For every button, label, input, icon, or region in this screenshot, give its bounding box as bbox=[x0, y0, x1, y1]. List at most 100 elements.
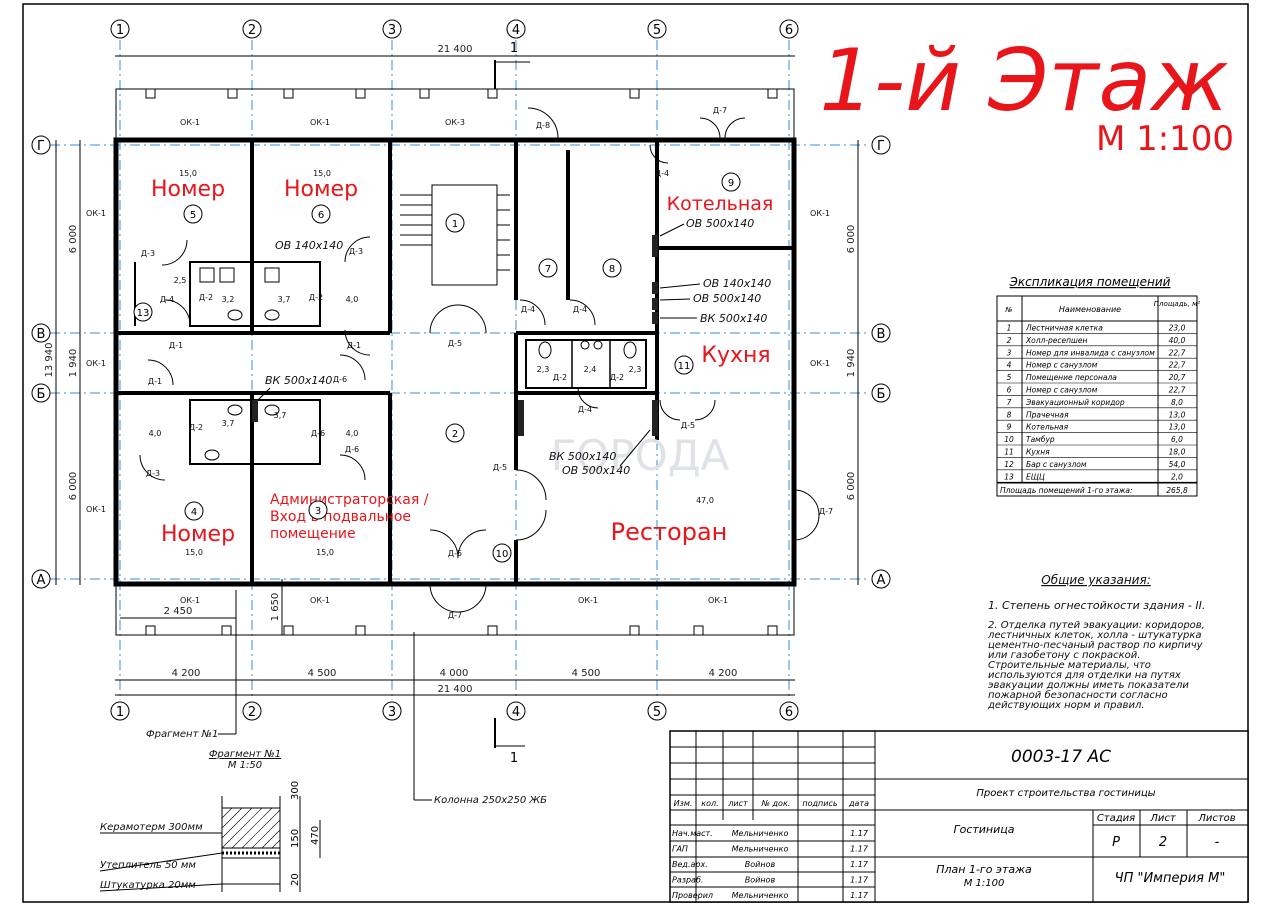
svg-text:2,5: 2,5 bbox=[174, 276, 187, 285]
svg-text:1. Степень огнестойкости здани: 1. Степень огнестойкости здания - II. bbox=[988, 599, 1205, 612]
stamp-code: 0003-17 АС bbox=[1011, 747, 1111, 767]
svg-text:Д-7: Д-7 bbox=[713, 106, 727, 115]
svg-text:6 000: 6 000 bbox=[68, 472, 79, 501]
svg-text:1: 1 bbox=[116, 705, 124, 720]
svg-text:4,0: 4,0 bbox=[346, 429, 359, 438]
svg-text:3: 3 bbox=[315, 506, 321, 517]
svg-text:4 500: 4 500 bbox=[308, 668, 337, 679]
svg-text:№: № bbox=[1004, 306, 1012, 314]
explication-row-number: 5 bbox=[1007, 373, 1012, 382]
explication-row-name: Холл-ресепшен bbox=[1025, 336, 1088, 345]
svg-text:ОК-1: ОК-1 bbox=[810, 359, 830, 368]
notes-line: Строительные материалы, что bbox=[988, 660, 1151, 671]
svg-text:ОК-1: ОК-1 bbox=[86, 359, 106, 368]
svg-text:ОК-1: ОК-1 bbox=[180, 118, 200, 127]
svg-text:6 000: 6 000 bbox=[846, 472, 857, 501]
signer-role: Разраб. bbox=[672, 876, 703, 885]
room-number-markers: 1 2 3 4 5 6 7 8 9 10 11 13 bbox=[133, 172, 741, 563]
svg-text:2,3: 2,3 bbox=[629, 365, 642, 374]
svg-text:1: 1 bbox=[116, 23, 124, 38]
svg-text:5: 5 bbox=[190, 210, 196, 221]
explication-row-number: 9 bbox=[1007, 423, 1012, 432]
svg-text:2: 2 bbox=[1159, 835, 1167, 850]
svg-text:3,2: 3,2 bbox=[222, 295, 235, 304]
explication-row-area: 40,0 bbox=[1169, 336, 1186, 345]
stamp-object: Гостиница bbox=[953, 823, 1014, 836]
room-name-kotelnaya: Котельная bbox=[667, 193, 774, 215]
stamp-project: Проект строительства гостиницы bbox=[976, 788, 1155, 799]
door-swings bbox=[139, 107, 820, 613]
axis-bubbles-top: 1 2 3 4 5 6 bbox=[110, 19, 799, 39]
explication-row-name: Кухня bbox=[1026, 448, 1050, 457]
svg-text:Д-4: Д-4 bbox=[573, 305, 587, 314]
explication-row-name: Номер с санузлом bbox=[1026, 361, 1098, 370]
explication-row-name: Прачечная bbox=[1026, 410, 1069, 419]
notes-line: эвакуации должны иметь показатели bbox=[988, 680, 1189, 691]
svg-text:15,0: 15,0 bbox=[185, 548, 203, 557]
explication-row-name: Номер для инвалида с санузлом bbox=[1026, 348, 1155, 357]
svg-text:Д-8: Д-8 bbox=[536, 121, 550, 130]
svg-text:Д-4: Д-4 bbox=[655, 169, 669, 178]
svg-text:Д-7: Д-7 bbox=[448, 611, 462, 620]
room-name-admin-3: помещение bbox=[270, 526, 356, 542]
svg-text:Д-2: Д-2 bbox=[553, 373, 567, 382]
svg-text:15,0: 15,0 bbox=[313, 169, 331, 178]
svg-text:Колонна 250х250 ЖБ: Колонна 250х250 ЖБ bbox=[434, 795, 547, 806]
svg-text:4 200: 4 200 bbox=[709, 668, 738, 679]
svg-text:Д-6: Д-6 bbox=[311, 429, 325, 438]
svg-text:4,0: 4,0 bbox=[149, 429, 162, 438]
explication-row-number: 6 bbox=[1007, 386, 1012, 395]
svg-text:Д-2: Д-2 bbox=[199, 293, 213, 302]
svg-text:ОВ 500х140: ОВ 500х140 bbox=[693, 292, 761, 305]
svg-text:5: 5 bbox=[653, 705, 661, 720]
svg-text:ОК-1: ОК-1 bbox=[180, 596, 200, 605]
explication-row-area: 22,7 bbox=[1169, 386, 1186, 395]
svg-text:Стадия: Стадия bbox=[1097, 813, 1135, 824]
svg-text:Д-2: Д-2 bbox=[610, 373, 624, 382]
explication-row-number: 1 bbox=[1007, 324, 1012, 333]
svg-text:Д-4: Д-4 bbox=[160, 295, 174, 304]
svg-text:Листов: Листов bbox=[1197, 813, 1235, 824]
svg-text:1 940: 1 940 bbox=[68, 349, 79, 378]
svg-text:Д-5: Д-5 bbox=[681, 421, 695, 430]
room-areas: 15,0 15,0 15,0 15,0 47,0 2,5 3,2 3,7 4,0… bbox=[149, 169, 714, 557]
signer-date: 1.17 bbox=[850, 891, 869, 900]
room-name-nomer-6: Номер bbox=[284, 177, 358, 202]
svg-text:3: 3 bbox=[388, 705, 396, 720]
explication-row-area: 20,7 bbox=[1169, 373, 1186, 382]
svg-text:300: 300 bbox=[290, 781, 301, 800]
section-marks: 1 1 bbox=[494, 41, 530, 766]
svg-text:13: 13 bbox=[137, 308, 150, 319]
explication-row-name: Помещение персонала bbox=[1026, 373, 1117, 382]
signer-name: Мельниченко bbox=[732, 845, 789, 854]
svg-text:Фрагмент №1: Фрагмент №1 bbox=[146, 729, 218, 740]
svg-text:15,0: 15,0 bbox=[179, 169, 197, 178]
svg-text:8: 8 bbox=[609, 264, 615, 275]
explication-row-number: 11 bbox=[1004, 448, 1014, 457]
svg-text:подпись: подпись bbox=[802, 799, 837, 808]
svg-text:лист: лист bbox=[727, 799, 748, 808]
signer-name: Войнов bbox=[745, 876, 776, 885]
room-names: Номер Номер Номер Котельная Кухня Рестор… bbox=[151, 177, 773, 547]
svg-text:Д-3: Д-3 bbox=[141, 249, 155, 258]
svg-text:3: 3 bbox=[388, 23, 396, 38]
svg-text:ОК-1: ОК-1 bbox=[86, 505, 106, 514]
svg-text:М 1:50: М 1:50 bbox=[228, 760, 262, 771]
explication-row-area: 13,0 bbox=[1169, 410, 1186, 419]
notes-line: цементно-песчаный раствор по кирпичу bbox=[988, 640, 1204, 651]
explication-row-area: 18,0 bbox=[1169, 448, 1186, 457]
explication-table: Экспликация помещений № Наименование Пло… bbox=[996, 275, 1200, 497]
svg-text:ВК 500х140: ВК 500х140 bbox=[265, 374, 332, 387]
svg-text:Б: Б bbox=[877, 387, 886, 402]
svg-text:6 000: 6 000 bbox=[68, 225, 79, 254]
svg-text:1: 1 bbox=[510, 41, 518, 56]
signer-role: Вед.арх. bbox=[672, 860, 708, 869]
signer-date: 1.17 bbox=[850, 845, 869, 854]
svg-text:ОК-1: ОК-1 bbox=[578, 596, 598, 605]
notes-line: пожарной безопасности согласно bbox=[988, 689, 1168, 701]
title-block: 0003-17 АС Проект строительства гостиниц… bbox=[669, 730, 1249, 903]
svg-text:дата: дата bbox=[848, 799, 869, 808]
explication-row-area: 54,0 bbox=[1169, 460, 1186, 469]
svg-text:10: 10 bbox=[496, 549, 509, 560]
svg-text:ВК 500х140: ВК 500х140 bbox=[549, 450, 616, 463]
